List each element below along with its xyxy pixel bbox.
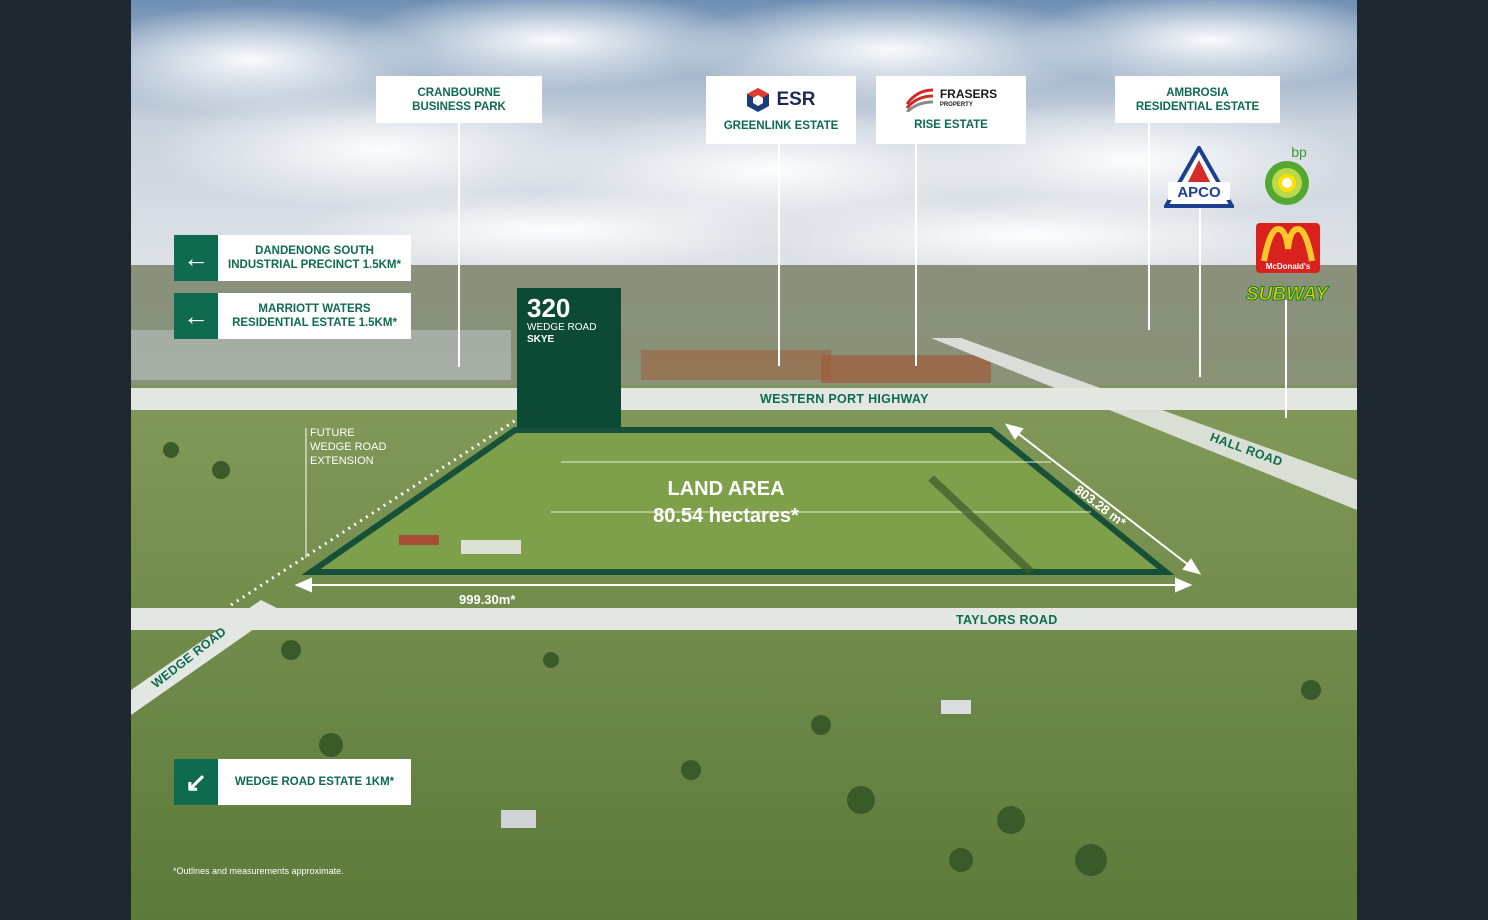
width-label: 999.30m* — [459, 592, 516, 607]
depth-dimension — [1004, 423, 1202, 575]
svg-text:bp: bp — [1291, 144, 1307, 160]
esr-label: ESR GREENLINK ESTATE — [706, 76, 856, 144]
arrow-left-icon: ← — [174, 235, 218, 281]
apco-icon: APCO — [1162, 143, 1236, 208]
wedge-estate-card: ↙ WEDGE ROAD ESTATE 1KM* — [174, 759, 411, 805]
cranbourne-pointer — [458, 122, 460, 367]
dirt-estate — [641, 350, 831, 380]
land-parcel — [301, 427, 1175, 575]
bp-pointer — [1285, 300, 1287, 418]
label-line: BUSINESS PARK — [412, 100, 506, 113]
ambrosia-label: AMBROSIA RESIDENTIAL ESTATE — [1115, 76, 1280, 123]
esr-pointer — [778, 144, 780, 366]
land-area-value: 80.54 hectares* — [653, 505, 799, 527]
lot-number: 320 — [527, 293, 571, 323]
western-port-label: WESTERN PORT HIGHWAY — [760, 392, 929, 406]
dirt-estate-2 — [821, 355, 991, 383]
subway-logo: SUBWAY — [1239, 282, 1335, 311]
frasers-logo-icon — [905, 88, 933, 112]
frasers-label: FRASERS PROPERTY RISE ESTATE — [876, 76, 1026, 144]
frasers-logo-subtext: PROPERTY — [939, 102, 973, 108]
future-road-dots — [230, 418, 517, 607]
arrow-down-left-icon: ↙ — [174, 759, 218, 805]
width-dimension — [294, 577, 1193, 593]
taylors-road-label: TAYLORS ROAD — [956, 613, 1058, 627]
arrow-left-icon: ← — [174, 293, 218, 339]
label-line: RESIDENTIAL ESTATE — [1135, 100, 1260, 113]
taylors-road — [131, 608, 1357, 630]
frasers-logo-text: FRASERS — [939, 87, 998, 101]
trees — [163, 442, 1321, 876]
hall-road — [931, 338, 1357, 510]
lot-suburb: SKYE — [527, 334, 555, 345]
subway-icon: SUBWAY — [1246, 284, 1331, 306]
cranbourne-label: CRANBOURNE BUSINESS PARK — [376, 76, 542, 123]
mcdonalds-logo: McDonald's — [1256, 223, 1320, 278]
svg-text:McDonald's: McDonald's — [1266, 262, 1311, 271]
aerial-photo: CRANBOURNE BUSINESS PARK ESR GREENLINK E… — [131, 0, 1357, 920]
esr-logo-text: ESR — [776, 89, 816, 110]
esr-logo-icon — [747, 88, 770, 112]
apco-pointer — [1199, 205, 1201, 377]
svg-text:SUBWAY: SUBWAY — [1246, 284, 1330, 305]
wedge-road — [131, 600, 281, 715]
label-line: CRANBOURNE — [417, 86, 501, 99]
apco-logo: APCO — [1162, 143, 1236, 213]
svg-text:APCO: APCO — [1177, 184, 1221, 201]
mcdonalds-icon: McDonald's — [1256, 223, 1320, 273]
esr-caption: GREENLINK ESTATE — [723, 120, 839, 132]
lot-road: WEDGE ROAD — [527, 322, 597, 333]
card-text: WEDGE ROAD ESTATE 1KM* — [234, 776, 395, 788]
frasers-caption: RISE ESTATE — [914, 119, 988, 131]
label-line: AMBROSIA — [1166, 86, 1229, 99]
bp-helios-icon: bp — [1265, 144, 1309, 205]
ambrosia-pointer — [1148, 122, 1150, 330]
bp-logo: bp — [1261, 143, 1313, 212]
footnote: *Outlines and measurements approximate. — [173, 866, 344, 876]
lot-badge: 320 WEDGE ROAD SKYE — [517, 288, 621, 428]
western-port-highway — [131, 388, 1357, 410]
frasers-pointer — [915, 144, 917, 366]
land-area-title: LAND AREA — [667, 478, 785, 500]
